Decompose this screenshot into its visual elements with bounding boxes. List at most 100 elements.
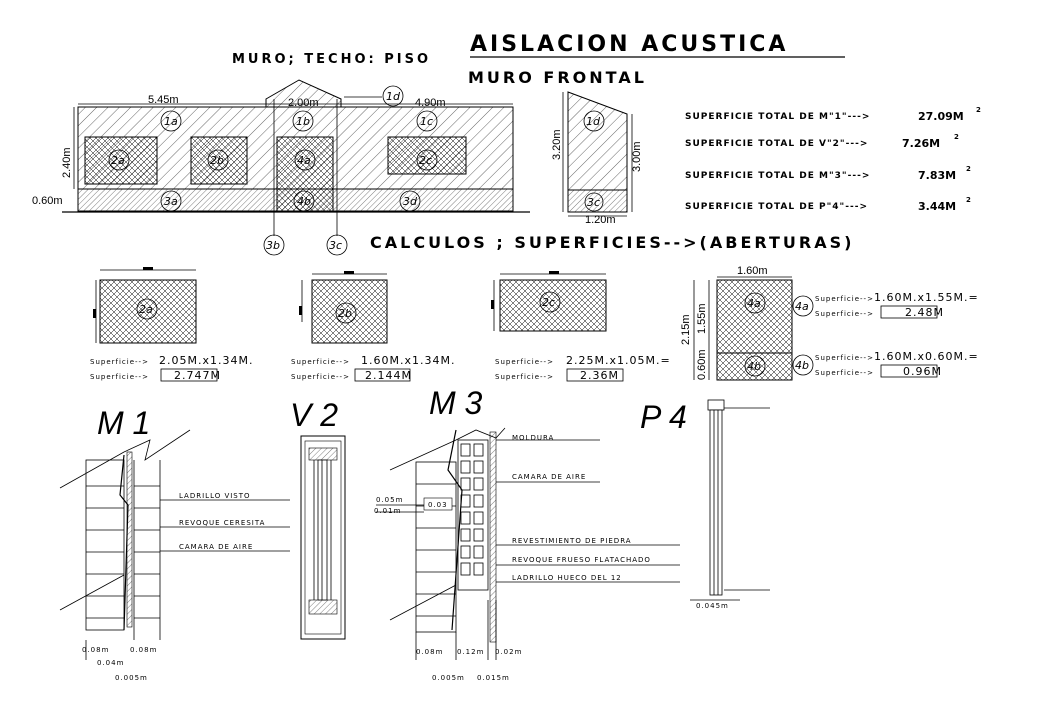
- surface-totals: SUPERFICIE TOTAL DE M"1"---> 27.09M 2 SU…: [685, 106, 981, 213]
- opening-2a: [84, 136, 158, 185]
- opening-2b-tag: 2b: [338, 307, 352, 320]
- total-m3-label: SUPERFICIE TOTAL DE M"3"--->: [685, 171, 870, 181]
- m3-label-4: LADRILLO HUECO DEL 12: [512, 574, 622, 582]
- v2-title: V 2: [290, 397, 338, 433]
- m3-title: M 3: [429, 385, 483, 421]
- side-zone-3c: 3c: [587, 196, 600, 209]
- door-upper-formula-label: Superficie-->: [815, 295, 874, 303]
- door-upper-result: 2.48M: [905, 306, 944, 319]
- total-v2-value: 7.26M: [902, 137, 940, 150]
- dim-mid-width: 2.00m: [288, 97, 319, 109]
- total-v2-label: SUPERFICIE TOTAL DE V"2"--->: [685, 139, 868, 149]
- opening-2a-result: 2.747M: [174, 369, 221, 382]
- total-m1-sup: 2: [976, 106, 981, 114]
- dim-base: 0.60m: [32, 195, 63, 207]
- m3-dim-2: 0.03: [428, 501, 448, 509]
- side-wall-upper: [567, 91, 628, 191]
- door-upper-formula: 1.60M.x1.55M.=: [874, 291, 979, 304]
- total-p4-label: SUPERFICIE TOTAL DE P"4"--->: [685, 202, 868, 212]
- m3-dim-7: 0.015m: [477, 674, 510, 682]
- p4-title: P 4: [640, 399, 687, 435]
- p4-dim-0: 0.045m: [696, 602, 729, 610]
- m1-title: M 1: [97, 405, 150, 441]
- zone-3a: 3a: [164, 195, 178, 208]
- opening-2b-formula-label: Superficie-->: [291, 358, 350, 366]
- m1-dim-0: 0.08m: [82, 646, 109, 654]
- opening-2b-result-label: Superficie-->: [291, 373, 350, 381]
- calc-title: CALCULOS ; SUPERFICIES-->(ABERTURAS): [370, 233, 854, 252]
- m3-dim-4: 0.12m: [457, 648, 484, 656]
- opening-2b-formula: 1.60M.x1.34M.: [361, 354, 455, 367]
- opening-2a-result-label: Superficie-->: [90, 373, 149, 381]
- zone-4a: 4a: [297, 154, 311, 167]
- door-lower-formula-label: Superficie-->: [815, 354, 874, 362]
- total-m1-label: SUPERFICIE TOTAL DE M"1"--->: [685, 112, 870, 122]
- m1-label-2: CAMARA DE AIRE: [179, 543, 253, 551]
- total-m3-value: 7.83M: [918, 169, 956, 182]
- total-p4-sup: 2: [966, 196, 971, 204]
- side-dim-h1: 3.20m: [551, 129, 563, 160]
- opening-2c-tag: 2c: [542, 296, 555, 309]
- detail-m3: M 3 MOLDURA CAMARA DE AIRE RE: [374, 385, 680, 682]
- door-upper-tag-2: 4a: [795, 300, 809, 313]
- opening-2a-formula-label: Superficie-->: [90, 358, 149, 366]
- drawing-subtitle: MURO; TECHO: PISO: [232, 52, 431, 67]
- door-h-total: 2.15m: [680, 314, 692, 345]
- door-lower-result: 0.96M: [903, 365, 942, 378]
- zone-4b: 4b: [297, 195, 311, 208]
- side-wall-base: [567, 189, 628, 213]
- opening-2c-result: 2.36M: [580, 369, 619, 382]
- dim-height: 2.40m: [61, 147, 73, 178]
- zone-1b: 1b: [296, 115, 310, 128]
- opening-2c-calc: 2c Superficie--> 2.25M.x1.05M.= Superfic…: [491, 271, 671, 382]
- opening-2c-formula-label: Superficie-->: [495, 358, 554, 366]
- total-m1-value: 27.09M: [918, 110, 964, 123]
- door-lower-tag: 4b: [747, 360, 761, 373]
- detail-p4: P 4 0.045m: [640, 399, 770, 610]
- door-upper-tag: 4a: [747, 297, 761, 310]
- m3-dim-6: 0.005m: [432, 674, 465, 682]
- dim-left-width: 5.45m: [148, 94, 179, 106]
- door-h-upper: 1.55m: [696, 303, 708, 334]
- zone-tags: 1a 1b 1c 1d 2a 2b 4a 2c 3a 4b 3d 3b 3c: [108, 85, 438, 256]
- zone-1d: 1d: [386, 90, 401, 103]
- section-title: MURO FRONTAL: [468, 68, 647, 87]
- opening-2a-calc: 2a Superficie--> 2.05M.x1.34M. Superfici…: [90, 267, 253, 382]
- opening-2a-formula: 2.05M.x1.34M.: [159, 354, 253, 367]
- m1-dim-2: 0.04m: [97, 659, 124, 667]
- total-p4-value: 3.44M: [918, 200, 956, 213]
- gable: [265, 79, 342, 108]
- opening-2b-result: 2.144M: [365, 369, 412, 382]
- front-elevation: 5.45m 2.00m 4.90m 2.40m 0.60m 1a 1b 1c 1…: [32, 79, 530, 256]
- door-lower-tag-2: 4b: [795, 359, 809, 372]
- door-lower-result-label: Superficie-->: [815, 369, 874, 377]
- m3-label-3: REVOQUE FRUESO FLATACHADO: [512, 556, 651, 564]
- opening-2b-calc: 2b Superficie--> 1.60M.x1.34M. Superfici…: [291, 271, 455, 382]
- side-dim-w: 1.20m: [585, 214, 616, 226]
- m3-dim-1: 0.01m: [374, 507, 401, 515]
- detail-m1: M 1 LADRILLO VISTO REVOQUE CERESITA CAMA…: [59, 405, 290, 682]
- m3-dim-3: 0.08m: [416, 648, 443, 656]
- zone-2c: 2c: [419, 154, 432, 167]
- drawing-title: AISLACION ACUSTICA: [470, 32, 788, 57]
- m1-label-1: REVOQUE CERESITA: [179, 519, 265, 527]
- opening-2a-tag: 2a: [139, 303, 153, 316]
- m1-label-0: LADRILLO VISTO: [179, 492, 251, 500]
- opening-2c-formula: 2.25M.x1.05M.=: [566, 354, 671, 367]
- opening-2c-result-label: Superficie-->: [495, 373, 554, 381]
- dim-right-width: 4.90m: [415, 97, 446, 109]
- m1-dim-3: 0.005m: [115, 674, 148, 682]
- zone-3d: 3d: [403, 195, 418, 208]
- m3-dim-0: 0.05m: [376, 496, 403, 504]
- door-width: 1.60m: [737, 265, 768, 277]
- total-v2-sup: 2: [954, 133, 959, 141]
- opening-2c: [387, 136, 467, 175]
- m3-dim-5: 0.02m: [495, 648, 522, 656]
- side-dim-h2: 3.00m: [631, 141, 643, 172]
- side-section: 3.20m 3.00m 1.20m 1d 3c: [551, 91, 643, 226]
- door-h-lower: 0.60m: [696, 349, 708, 380]
- opening-4a: [276, 136, 334, 190]
- m3-label-2: REVESTIMIENTO DE PIEDRA: [512, 537, 632, 545]
- zone-3b: 3b: [266, 239, 280, 252]
